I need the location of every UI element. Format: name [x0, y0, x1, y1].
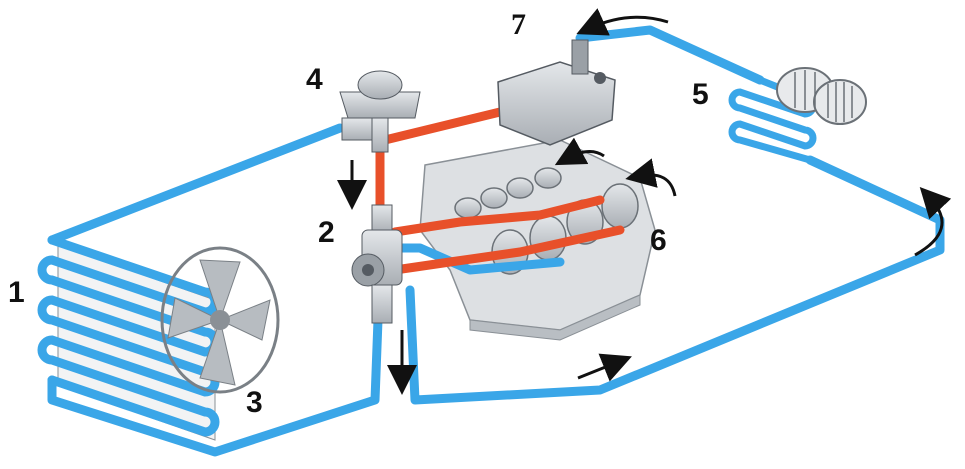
- flow-arrow-icon: [337, 8, 952, 395]
- thermostat-icon: [339, 70, 421, 153]
- label-engine: 6: [650, 224, 667, 257]
- water-pump-icon: [351, 204, 403, 324]
- label-fan: 3: [246, 386, 263, 419]
- label-heater-core: 5: [692, 78, 709, 111]
- label-radiator: 1: [8, 276, 25, 309]
- radiator-coil-icon: [37, 235, 220, 441]
- label-thermostat: 4: [306, 63, 323, 96]
- engine-block-icon: [419, 139, 656, 341]
- auxiliary-heater-icon: [497, 39, 616, 146]
- fan-icon: [160, 246, 280, 394]
- label-water-pump: 2: [318, 216, 335, 249]
- label-auxiliary-heater: 7: [511, 8, 526, 41]
- blower-icon: [776, 67, 867, 125]
- hot-coolant-pipes: [375, 107, 625, 275]
